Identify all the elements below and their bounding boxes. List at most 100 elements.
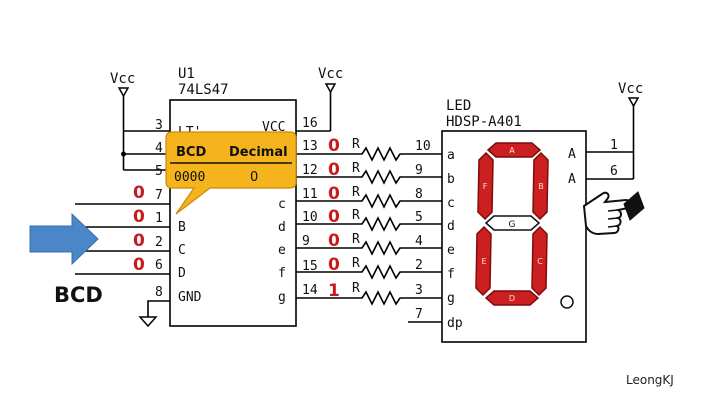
display-label: LED — [446, 98, 471, 114]
display-body — [441, 130, 587, 343]
display-pinnum-1: 1 — [610, 138, 618, 153]
arrow-right-icon — [29, 212, 99, 266]
decoder-pinnum-7: 7 — [155, 188, 163, 203]
display-pin-a: a — [447, 148, 455, 163]
decoder-pinnum-16: 16 — [302, 116, 318, 131]
decoder-pinnum-4: 4 — [155, 141, 163, 156]
display-pinnum-9: 9 — [415, 163, 423, 178]
segment-b-label: B — [538, 182, 544, 191]
output-level-b: 0 — [328, 160, 340, 180]
display-pin-e: e — [447, 243, 455, 258]
segment-g-label: G — [509, 220, 516, 230]
segment-e-label: E — [481, 257, 486, 266]
input-level-b: 0 — [133, 207, 145, 227]
display-pin-g: g — [447, 291, 455, 306]
decoder-pinnum-10: 10 — [302, 210, 318, 225]
input-level-d: 0 — [133, 255, 145, 275]
vcc-symbol-left: Vcc — [110, 71, 170, 171]
callout-header-bcd: BCD — [176, 145, 206, 160]
vcc-label-center: Vcc — [318, 66, 343, 82]
bcd-input-wires — [75, 203, 170, 275]
decoder-ic: U1 74LS47 LT' B C D GND 3 4 5 7 1 2 6 8 … — [155, 66, 318, 327]
bcd-decimal-callout: BCD Decimal 0000 0 — [165, 131, 297, 215]
resistor-label-7: R — [352, 281, 360, 296]
output-level-c: 0 — [328, 184, 340, 204]
decoder-pinnum-3: 3 — [155, 118, 163, 133]
decoder-pin-gnd: GND — [178, 290, 202, 305]
display-pin-anode-1: A — [568, 147, 576, 162]
segment-a-label: A — [509, 146, 515, 155]
display-pin-c: c — [447, 196, 455, 211]
pointing-hand-icon — [582, 191, 645, 236]
callout-header-decimal: Decimal — [229, 145, 288, 160]
decoder-pin-g-out: g — [278, 290, 286, 305]
segment-d-label: D — [509, 294, 515, 303]
decoder-pinnum-1: 1 — [155, 211, 163, 226]
vcc-symbol-right: Vcc — [586, 81, 643, 180]
display-pinnum-10: 10 — [415, 139, 431, 154]
segment-c — [531, 225, 548, 297]
resistor-label-2: R — [352, 161, 360, 176]
resistor-array: R R R R R R R — [348, 137, 442, 323]
decoder-pin-b: B — [178, 220, 186, 235]
vcc-label-right: Vcc — [618, 81, 643, 97]
decoder-pinnum-6: 6 — [155, 258, 163, 273]
decoder-pin-f-out: f — [278, 266, 286, 281]
display-pinnum-4: 4 — [415, 234, 423, 249]
decoder-pin-c: C — [178, 243, 186, 258]
decoder-pinnum-14: 14 — [302, 283, 318, 298]
display-part-number: HDSP-A401 — [446, 114, 522, 130]
decoder-part-number: 74LS47 — [178, 82, 229, 98]
decoder-pinnum-11: 11 — [302, 187, 318, 202]
display-pin-anode-2: A — [568, 172, 576, 187]
display-pinnum-5: 5 — [415, 210, 423, 225]
segment-e — [475, 225, 492, 297]
output-wires — [296, 153, 348, 299]
decimal-point — [560, 295, 574, 309]
display-pin-d: d — [447, 219, 455, 234]
display-pinnum-2: 2 — [415, 258, 423, 273]
author-credit: LeongKJ — [626, 373, 674, 387]
segment-f — [477, 151, 494, 221]
display-pin-b: b — [447, 172, 455, 187]
resistor-label-1: R — [352, 137, 360, 152]
output-level-g: 1 — [328, 281, 340, 301]
display-pinnum-6: 6 — [610, 164, 618, 179]
output-level-e: 0 — [328, 231, 340, 251]
segment-g — [484, 215, 541, 231]
decoder-pin-e-out: e — [278, 243, 286, 258]
ground-symbol — [138, 300, 170, 328]
display-pin-f: f — [447, 267, 455, 282]
callout-value-decimal: 0 — [250, 170, 258, 185]
output-level-a: 0 — [328, 136, 340, 156]
display-pinnum-3: 3 — [415, 283, 423, 298]
decoder-ref: U1 — [178, 66, 195, 82]
decoder-pinnum-15: 15 — [302, 259, 318, 274]
decoder-pinnum-5: 5 — [155, 164, 163, 179]
segment-c-label: C — [537, 257, 543, 266]
led-display: LED HDSP-A401 10 9 8 5 4 2 3 7 a b c d e… — [415, 98, 618, 343]
seven-segment-digit: A B C D E F G — [475, 142, 574, 309]
resistor-label-4: R — [352, 208, 360, 223]
input-level-a: 0 — [133, 183, 145, 203]
resistor-label-5: R — [352, 232, 360, 247]
output-level-f: 0 — [328, 255, 340, 275]
output-level-d: 0 — [328, 207, 340, 227]
resistor-label-6: R — [352, 256, 360, 271]
decoder-pin-c-out: c — [278, 197, 286, 212]
vcc-label-left: Vcc — [110, 71, 135, 87]
input-level-c: 0 — [133, 231, 145, 251]
decoder-pinnum-2: 2 — [155, 235, 163, 250]
decoder-pinnum-8: 8 — [155, 285, 163, 300]
vcc-symbol-center: Vcc — [296, 66, 343, 132]
segment-f-label: F — [483, 182, 488, 191]
decoder-pinnum-9: 9 — [302, 234, 310, 249]
resistor-label-3: R — [352, 185, 360, 200]
display-pinnum-8: 8 — [415, 187, 423, 202]
decoder-pinnum-13: 13 — [302, 139, 318, 154]
decoder-pin-vcc: VCC — [262, 120, 285, 135]
segment-d — [484, 290, 540, 306]
decoder-pin-d-out: d — [278, 220, 286, 235]
